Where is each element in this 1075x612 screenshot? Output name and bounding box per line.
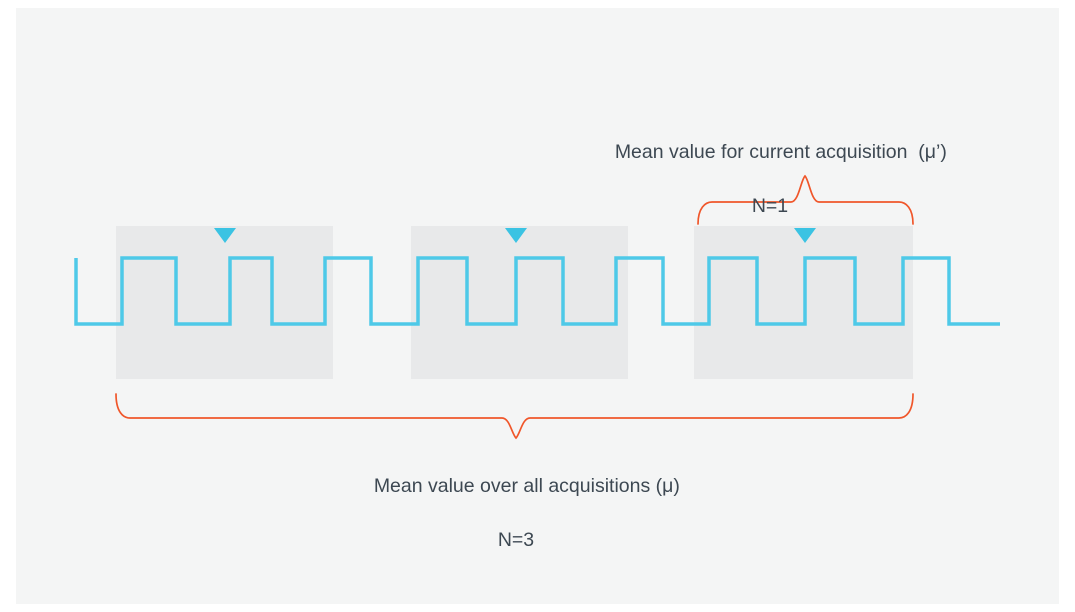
triangle-down-icon	[214, 228, 236, 243]
mean-marker-3	[794, 228, 816, 243]
all-acquisitions-label-line1: Mean value over all acquisitions (μ)	[373, 475, 680, 497]
all-acquisitions-label: Mean value over all acquisitions (μ) N=3	[266, 446, 766, 608]
current-acquisition-label: Mean value for current acquisition (μ’) …	[520, 112, 1020, 274]
all-acquisitions-label-line2: N=3	[497, 529, 535, 551]
current-acquisition-label-line1: Mean value for current acquisition (μ’)	[614, 141, 947, 163]
acquisition-1	[116, 226, 333, 379]
triangle-down-icon	[505, 228, 527, 243]
all-acquisitions-bracket	[115, 393, 914, 440]
square-wave-signal	[74, 256, 1000, 326]
current-acquisition-bracket	[697, 174, 914, 225]
mean-marker-2	[505, 228, 527, 243]
acquisition-2	[411, 226, 628, 379]
mean-marker-1	[214, 228, 236, 243]
current-acquisition-label-line2: N=1	[751, 195, 789, 217]
triangle-down-icon	[794, 228, 816, 243]
